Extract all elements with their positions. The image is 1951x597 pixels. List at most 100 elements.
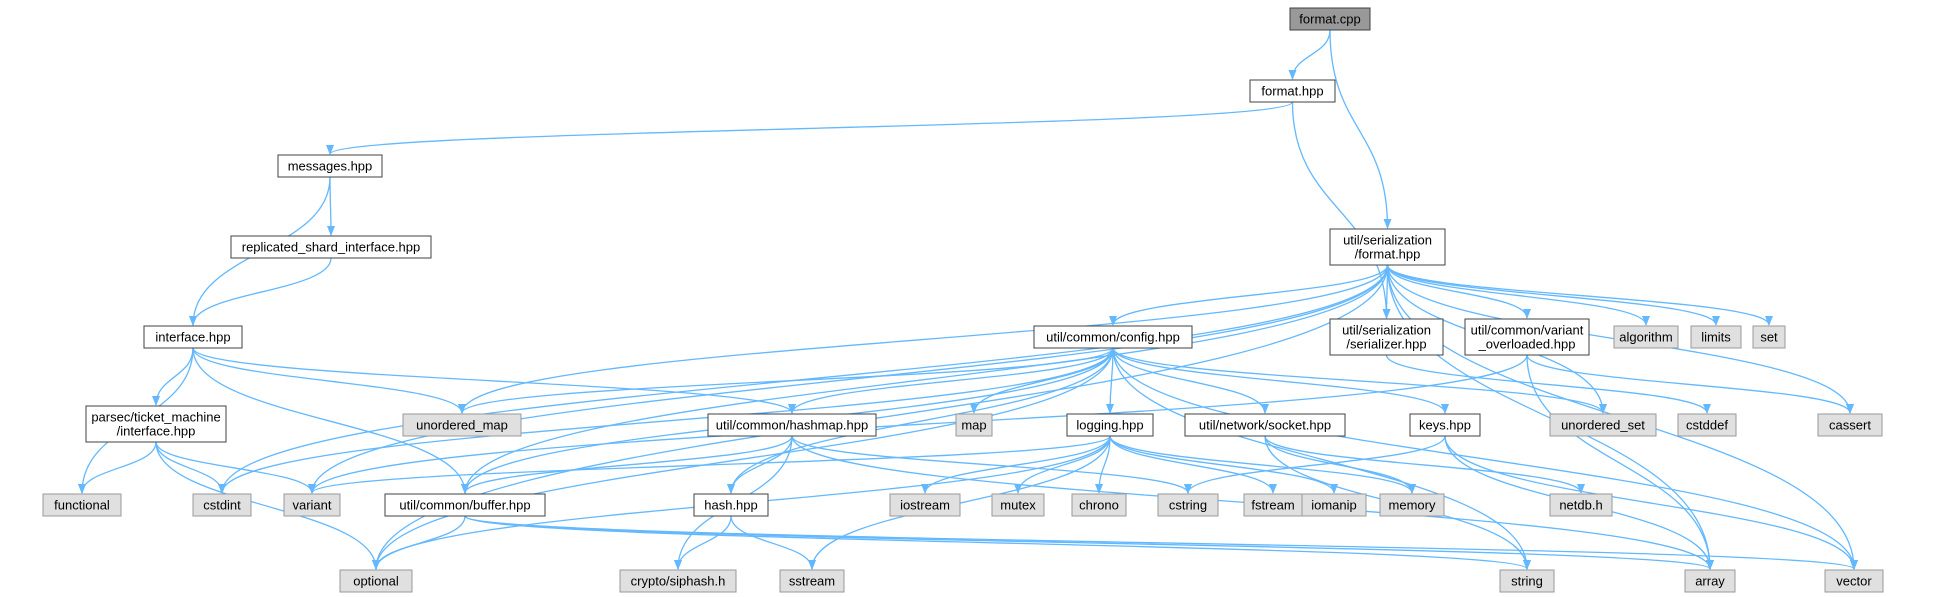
node-label-set: set xyxy=(1760,330,1778,345)
node-label-limits: limits xyxy=(1701,330,1731,345)
node-label-variant: variant xyxy=(292,498,331,513)
node-box-format_cpp[interactable] xyxy=(1289,7,1371,31)
node-vector[interactable]: vector xyxy=(1824,569,1884,593)
node-box-set[interactable] xyxy=(1752,325,1786,349)
node-box-iostream[interactable] xyxy=(889,493,961,517)
node-set[interactable]: set xyxy=(1752,325,1786,349)
node-ser_serializer[interactable]: util/serialization/serializer.hpp xyxy=(1329,318,1444,356)
node-hash_hpp[interactable]: hash.hpp xyxy=(693,493,769,517)
edge-logging_hpp-to-fstream xyxy=(1109,435,1277,494)
node-box-parsec_iface[interactable] xyxy=(85,405,227,443)
node-cassert[interactable]: cassert xyxy=(1817,413,1883,437)
node-box-string[interactable] xyxy=(1499,569,1555,593)
node-keys_hpp[interactable]: keys.hpp xyxy=(1409,413,1481,437)
node-box-algorithm[interactable] xyxy=(1613,325,1679,349)
node-box-format_hpp[interactable] xyxy=(1249,79,1336,103)
node-box-limits[interactable] xyxy=(1690,325,1742,349)
node-messages_hpp[interactable]: messages.hpp xyxy=(277,154,383,178)
node-box-siphash[interactable] xyxy=(619,569,737,593)
node-unordered_map[interactable]: unordered_map xyxy=(402,413,522,437)
edge-parsec_iface-to-variant xyxy=(155,441,316,494)
node-box-ser_format[interactable] xyxy=(1329,228,1446,266)
node-netdb[interactable]: netdb.h xyxy=(1549,493,1613,517)
node-socket_hpp[interactable]: util/network/socket.hpp xyxy=(1184,413,1346,437)
node-label-ser_format: util/serialization xyxy=(1343,233,1432,248)
edge-ser_format-to-set xyxy=(1386,264,1773,326)
edge-logging_hpp-to-mutex xyxy=(1014,435,1111,494)
node-chrono[interactable]: chrono xyxy=(1071,493,1127,517)
node-cstdint[interactable]: cstdint xyxy=(192,493,252,517)
node-box-ser_serializer[interactable] xyxy=(1329,318,1444,356)
node-box-vector[interactable] xyxy=(1824,569,1884,593)
node-hashmap_hpp[interactable]: util/common/hashmap.hpp xyxy=(707,413,877,437)
node-logging_hpp[interactable]: logging.hpp xyxy=(1066,413,1154,437)
node-ser_format[interactable]: util/serialization/format.hpp xyxy=(1329,228,1446,266)
node-parsec_iface[interactable]: parsec/ticket_machine/interface.hpp xyxy=(85,405,227,443)
node-buffer_hpp[interactable]: util/common/buffer.hpp xyxy=(384,493,546,517)
node-array[interactable]: array xyxy=(1684,569,1736,593)
node-optional[interactable]: optional xyxy=(339,569,413,593)
node-box-buffer_hpp[interactable] xyxy=(384,493,546,517)
node-box-config_hpp[interactable] xyxy=(1033,325,1193,349)
node-limits[interactable]: limits xyxy=(1690,325,1742,349)
node-box-iomanip[interactable] xyxy=(1301,493,1367,517)
node-algorithm[interactable]: algorithm xyxy=(1613,325,1679,349)
node-label-string: string xyxy=(1511,574,1543,589)
node-box-replicated[interactable] xyxy=(230,235,432,259)
node-box-keys_hpp[interactable] xyxy=(1409,413,1481,437)
node-label-chrono: chrono xyxy=(1079,498,1119,513)
node-box-functional[interactable] xyxy=(42,493,122,517)
node-config_hpp[interactable]: util/common/config.hpp xyxy=(1033,325,1193,349)
node-box-sstream[interactable] xyxy=(779,569,845,593)
node-box-mutex[interactable] xyxy=(991,493,1045,517)
node-map[interactable]: map xyxy=(955,413,993,437)
node-variant[interactable]: variant xyxy=(283,493,341,517)
node-box-interface_hpp[interactable] xyxy=(143,325,243,349)
node-box-socket_hpp[interactable] xyxy=(1184,413,1346,437)
edge-ser_format-to-variant_overloaded xyxy=(1386,264,1531,319)
node-box-variant[interactable] xyxy=(283,493,341,517)
node-fstream[interactable]: fstream xyxy=(1243,493,1303,517)
node-label-netdb: netdb.h xyxy=(1559,498,1602,513)
node-box-cstdint[interactable] xyxy=(192,493,252,517)
node-iomanip[interactable]: iomanip xyxy=(1301,493,1367,517)
node-variant_overloaded[interactable]: util/common/variant_overloaded.hpp xyxy=(1464,318,1590,356)
node-mutex[interactable]: mutex xyxy=(991,493,1045,517)
node-label-keys_hpp: keys.hpp xyxy=(1419,418,1471,433)
node-label-format_cpp: format.cpp xyxy=(1299,12,1360,27)
node-unordered_set[interactable]: unordered_set xyxy=(1549,413,1657,437)
node-sstream[interactable]: sstream xyxy=(779,569,845,593)
node-cstddef[interactable]: cstddef xyxy=(1677,413,1737,437)
node-cstring[interactable]: cstring xyxy=(1157,493,1219,517)
node-box-cstring[interactable] xyxy=(1157,493,1219,517)
node-box-cstddef[interactable] xyxy=(1677,413,1737,437)
edge-config_hpp-to-string xyxy=(1112,347,1531,570)
node-box-messages_hpp[interactable] xyxy=(277,154,383,178)
node-label-siphash: crypto/siphash.h xyxy=(631,574,726,589)
node-box-netdb[interactable] xyxy=(1549,493,1613,517)
node-box-logging_hpp[interactable] xyxy=(1066,413,1154,437)
node-box-chrono[interactable] xyxy=(1071,493,1127,517)
edge-variant_overloaded-to-variant xyxy=(308,354,1528,494)
node-format_hpp[interactable]: format.hpp xyxy=(1249,79,1336,103)
edge-hash_hpp-to-sstream xyxy=(730,515,816,570)
node-box-array[interactable] xyxy=(1684,569,1736,593)
node-replicated[interactable]: replicated_shard_interface.hpp xyxy=(230,235,432,259)
node-box-map[interactable] xyxy=(955,413,993,437)
node-interface_hpp[interactable]: interface.hpp xyxy=(143,325,243,349)
node-box-unordered_map[interactable] xyxy=(402,413,522,437)
node-format_cpp[interactable]: format.cpp xyxy=(1289,7,1371,31)
edge-config_hpp-to-hash_hpp xyxy=(727,347,1114,494)
node-functional[interactable]: functional xyxy=(42,493,122,517)
node-box-optional[interactable] xyxy=(339,569,413,593)
node-box-variant_overloaded[interactable] xyxy=(1464,318,1590,356)
node-box-unordered_set[interactable] xyxy=(1549,413,1657,437)
node-iostream[interactable]: iostream xyxy=(889,493,961,517)
node-box-hashmap_hpp[interactable] xyxy=(707,413,877,437)
node-memory[interactable]: memory xyxy=(1379,493,1445,517)
node-siphash[interactable]: crypto/siphash.h xyxy=(619,569,737,593)
node-box-hash_hpp[interactable] xyxy=(693,493,769,517)
node-box-memory[interactable] xyxy=(1379,493,1445,517)
node-box-cassert[interactable] xyxy=(1817,413,1883,437)
node-string[interactable]: string xyxy=(1499,569,1555,593)
